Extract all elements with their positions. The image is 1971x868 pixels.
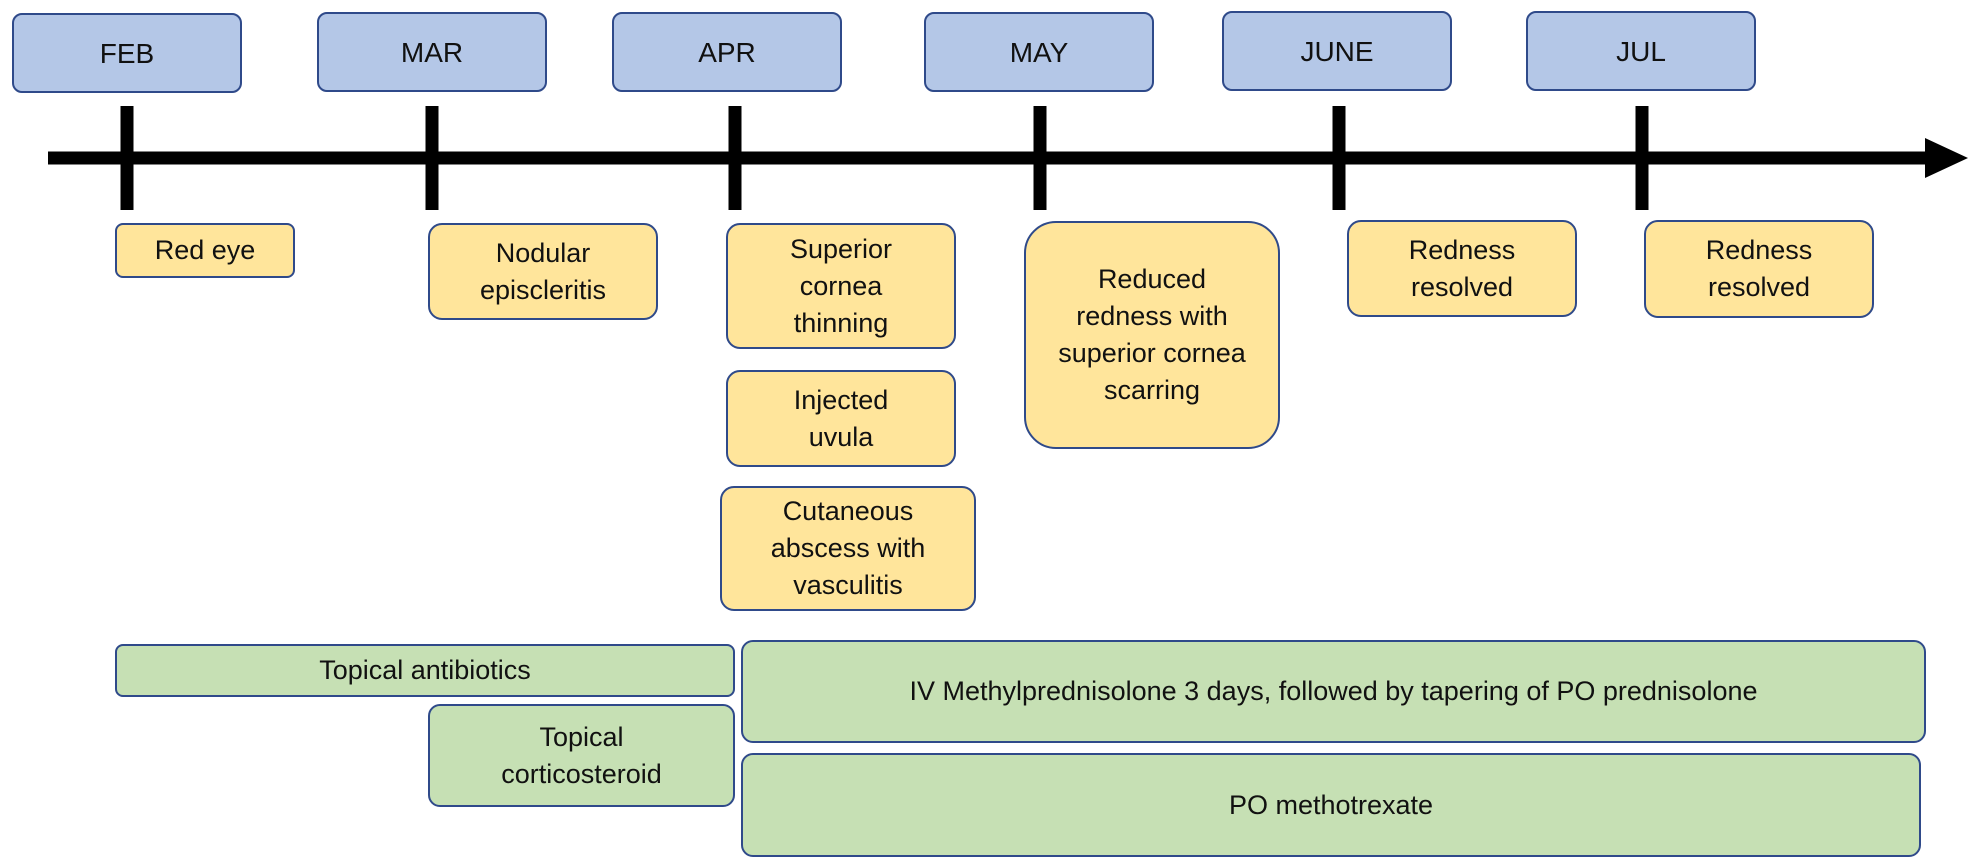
axis-arrowhead	[1925, 138, 1968, 178]
event-cutaneous-abscess: Cutaneous abscess with vasculitis	[720, 486, 976, 611]
event-superior-cornea-thinning: Superior cornea thinning	[726, 223, 956, 349]
event-nodular-episcleritis: Nodular episcleritis	[428, 223, 658, 320]
treatment-po-methotrexate: PO methotrexate	[741, 753, 1921, 857]
treatment-topical-antibiotics: Topical antibiotics	[115, 644, 735, 697]
event-injected-uvula: Injected uvula	[726, 370, 956, 467]
treatment-topical-corticosteroid: Topical corticosteroid	[428, 704, 735, 807]
event-redness-resolved-jul: Redness resolved	[1644, 220, 1874, 318]
month-label-mar: MAR	[317, 12, 547, 92]
month-label-apr: APR	[612, 12, 842, 92]
event-red-eye: Red eye	[115, 223, 295, 278]
month-label-feb: FEB	[12, 13, 242, 93]
event-reduced-redness-scarring: Reduced redness with superior cornea sca…	[1024, 221, 1280, 449]
month-label-may: MAY	[924, 12, 1154, 92]
month-label-june: JUNE	[1222, 11, 1452, 91]
event-redness-resolved-june: Redness resolved	[1347, 220, 1577, 317]
treatment-iv-methylprednisolone: IV Methylprednisolone 3 days, followed b…	[741, 640, 1926, 743]
month-label-jul: JUL	[1526, 11, 1756, 91]
